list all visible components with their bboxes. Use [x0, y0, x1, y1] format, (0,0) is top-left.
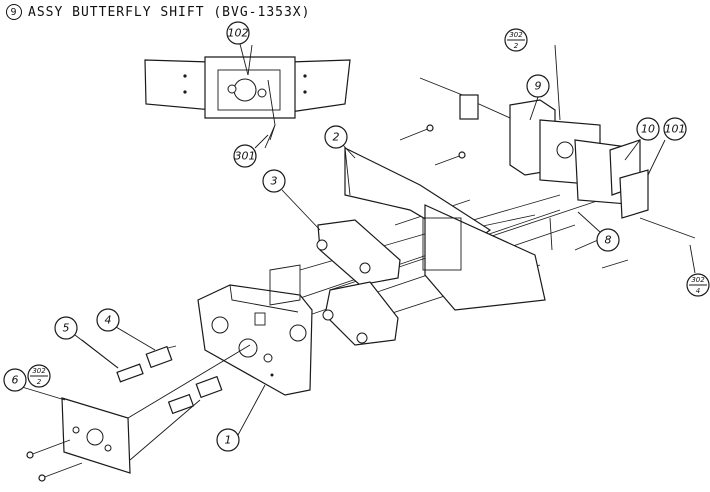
middle-slider-block — [322, 281, 399, 346]
lower-long-plate — [422, 204, 546, 311]
svg-text:9: 9 — [535, 80, 542, 93]
inset-butterfly-assembly — [144, 44, 351, 149]
svg-text:10: 10 — [641, 123, 655, 136]
part-3-bracket — [316, 219, 401, 286]
callout-9: 9 — [526, 74, 550, 121]
svg-text:4: 4 — [105, 314, 112, 327]
svg-text:302: 302 — [509, 31, 523, 39]
svg-text:102: 102 — [228, 27, 249, 40]
screws-center — [399, 124, 466, 166]
callout-302-left: 302 2 — [27, 364, 51, 388]
svg-text:4: 4 — [696, 287, 700, 295]
title-text: ASSY BUTTERFLY SHIFT (BVG-1353X) — [28, 4, 311, 20]
svg-text:5: 5 — [63, 322, 70, 335]
part-5-pin — [81, 339, 144, 383]
callout-301-inset: 301 — [233, 134, 269, 168]
svg-text:2: 2 — [37, 378, 42, 386]
svg-text:101: 101 — [665, 123, 686, 136]
callout-5: 5 — [54, 316, 119, 369]
svg-text:1: 1 — [225, 434, 232, 447]
callout-1: 1 — [216, 384, 266, 452]
svg-text:2: 2 — [333, 131, 340, 144]
title-number-badge: 9 — [6, 4, 22, 20]
svg-text:2: 2 — [514, 42, 519, 50]
callout-8: 8 — [577, 211, 620, 252]
callout-2: 2 — [324, 125, 356, 159]
callout-6: 6 — [3, 368, 66, 401]
part-1-housing — [197, 264, 313, 396]
callout-302-right: 302 4 — [686, 244, 710, 297]
svg-text:302: 302 — [32, 367, 46, 375]
svg-text:301: 301 — [235, 150, 256, 163]
svg-text:3: 3 — [271, 175, 278, 188]
callout-302-top: 302 2 — [504, 28, 528, 52]
part-4-bushing — [145, 345, 177, 369]
right-bracket-assembly — [419, 44, 696, 269]
lower-bushings — [167, 375, 223, 415]
svg-text:6: 6 — [12, 374, 19, 387]
callout-3: 3 — [262, 169, 321, 231]
svg-text:8: 8 — [605, 234, 612, 247]
callout-102: 102 — [226, 21, 250, 76]
callout-10: 10 — [624, 117, 660, 161]
screws-lower-left — [26, 439, 83, 482]
svg-text:302: 302 — [691, 276, 705, 284]
part-6-plate — [61, 344, 251, 474]
callout-101: 101 — [647, 117, 687, 176]
callout-4: 4 — [96, 308, 156, 351]
diagram-title: 9 ASSY BUTTERFLY SHIFT (BVG-1353X) — [6, 4, 310, 20]
